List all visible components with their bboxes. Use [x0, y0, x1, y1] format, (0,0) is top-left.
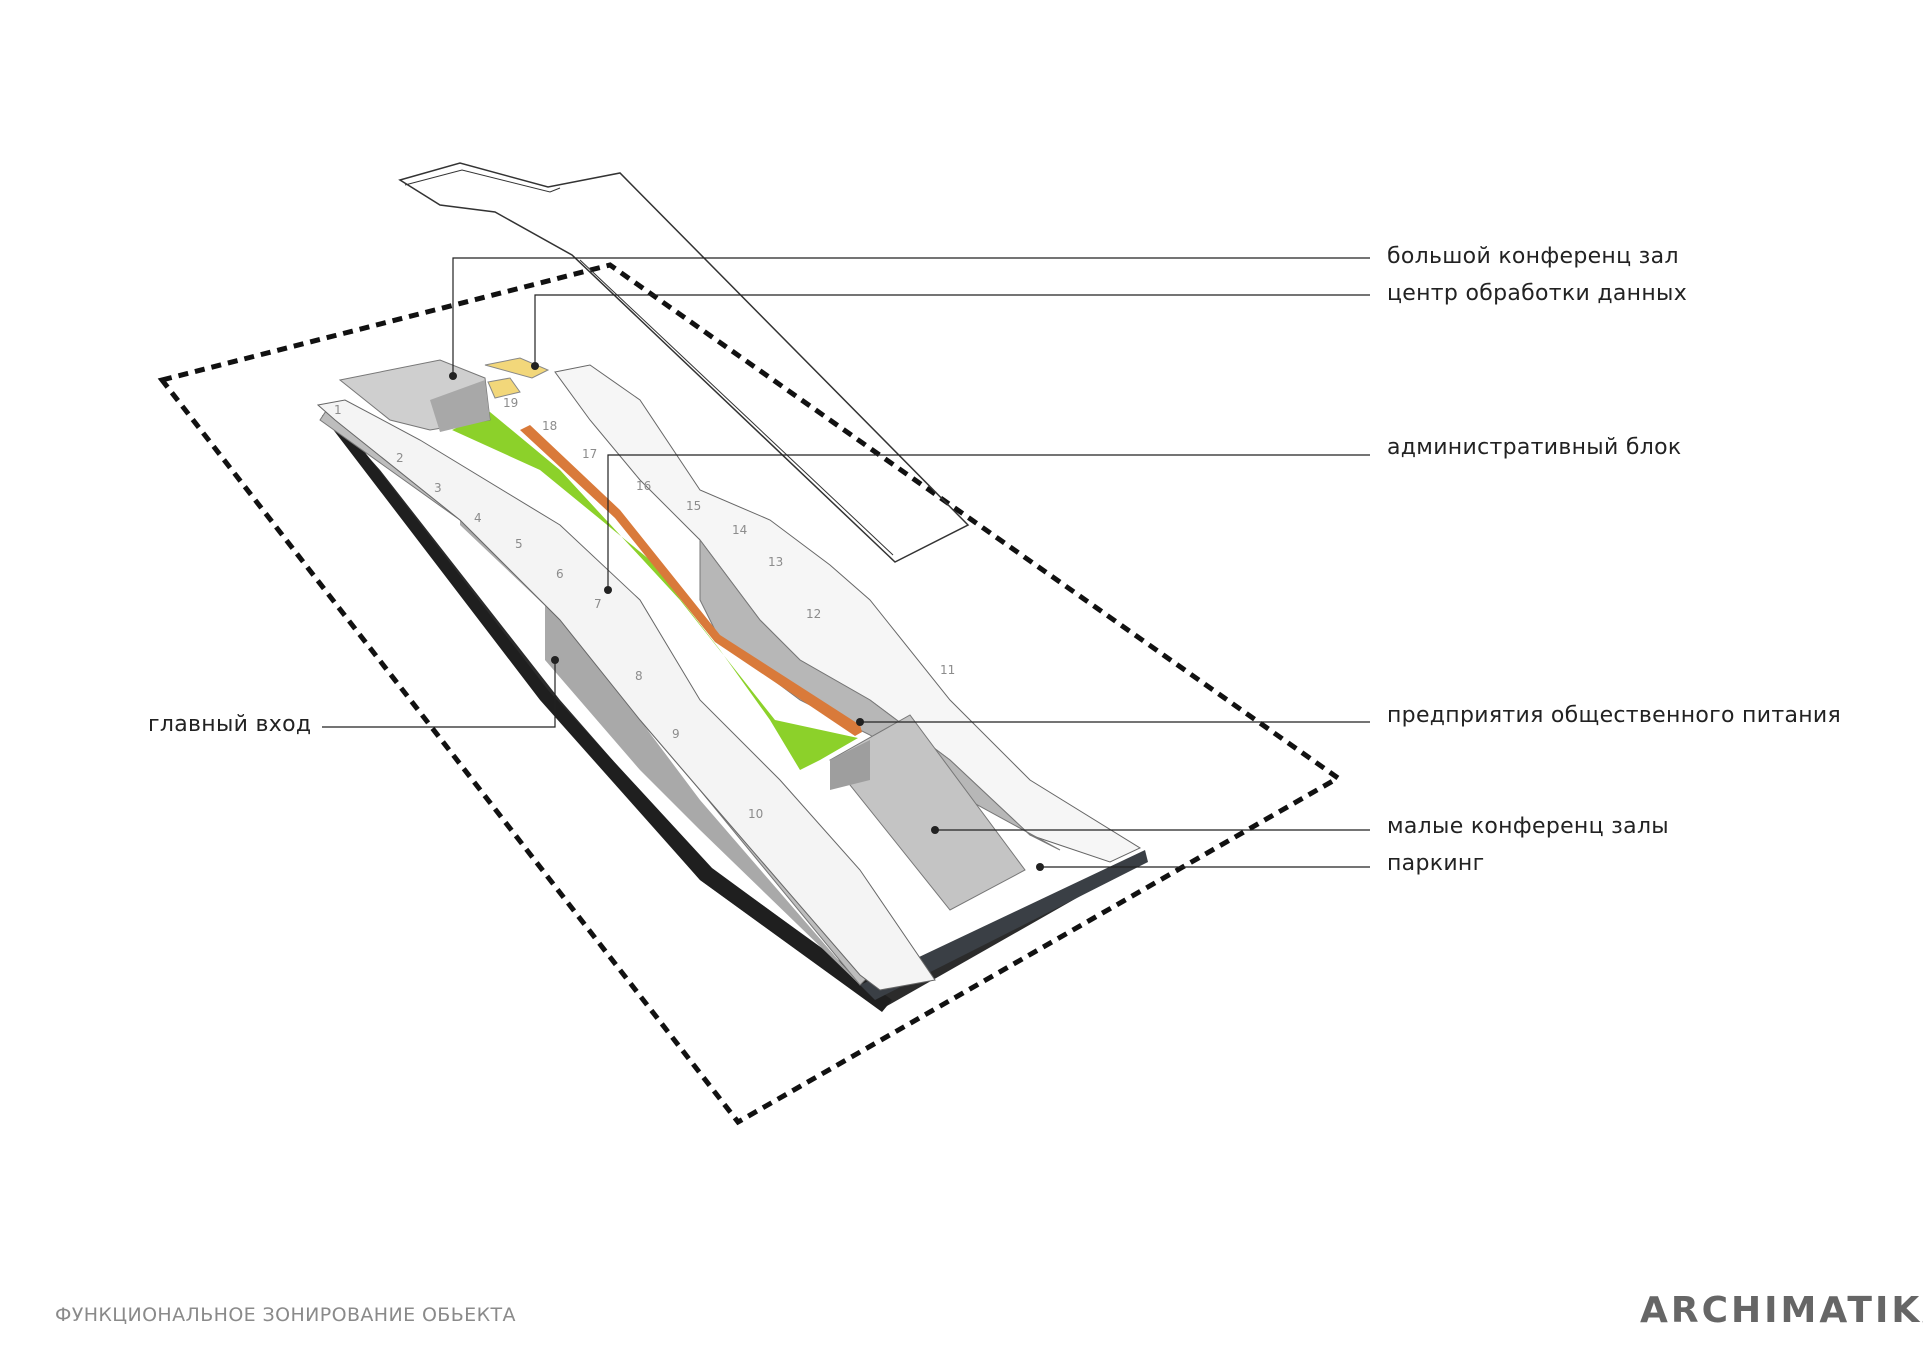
section-number: 19 — [503, 396, 518, 410]
road-outline — [398, 162, 970, 563]
section-number: 8 — [635, 669, 643, 683]
section-number: 6 — [556, 567, 564, 581]
small-conference-halls-block — [829, 714, 1026, 911]
section-number: 9 — [672, 727, 680, 741]
label-catering: предприятия общественного питания — [1387, 703, 1842, 728]
label-main-entrance: главный вход — [148, 712, 312, 737]
data-center-block — [484, 357, 550, 379]
section-number: 12 — [806, 607, 821, 621]
label-data-center: центр обработки данных — [1387, 281, 1688, 306]
section-number: 17 — [582, 447, 597, 461]
section-number: 5 — [515, 537, 523, 551]
archimatika-logo: ARCHIMATIKA — [1640, 1290, 1923, 1331]
roof-main — [316, 399, 936, 991]
section-numbers: 1 2 3 4 5 6 7 8 9 10 11 12 13 14 15 16 1… — [334, 396, 955, 821]
leader-lines — [322, 257, 1370, 868]
section-number: 16 — [636, 479, 651, 493]
section-number: 2 — [396, 451, 404, 465]
section-number: 18 — [542, 419, 557, 433]
section-number: 11 — [940, 663, 955, 677]
footer-caption: ФУНКЦИОНАЛЬНОЕ ЗОНИРОВАНИЕ ОБЬЕКТА — [55, 1304, 516, 1326]
green-courtyard — [452, 412, 858, 770]
site-boundary — [157, 262, 1343, 1126]
section-number: 1 — [334, 403, 342, 417]
label-admin-block: административный блок — [1387, 435, 1682, 460]
leader-dots — [449, 362, 1044, 871]
section-number: 10 — [748, 807, 763, 821]
label-parking: паркинг — [1387, 851, 1485, 876]
section-number: 3 — [434, 481, 442, 495]
label-small-conference-halls: малые конференц залы — [1387, 814, 1669, 839]
section-number: 13 — [768, 555, 783, 569]
section-number: 15 — [686, 499, 701, 513]
catering-strip — [520, 425, 862, 736]
base-slab — [860, 850, 1148, 1000]
section-number: 7 — [594, 597, 602, 611]
section-number: 14 — [732, 523, 747, 537]
section-number: 4 — [474, 511, 482, 525]
label-big-conference-hall: большой конференц зал — [1387, 244, 1679, 269]
